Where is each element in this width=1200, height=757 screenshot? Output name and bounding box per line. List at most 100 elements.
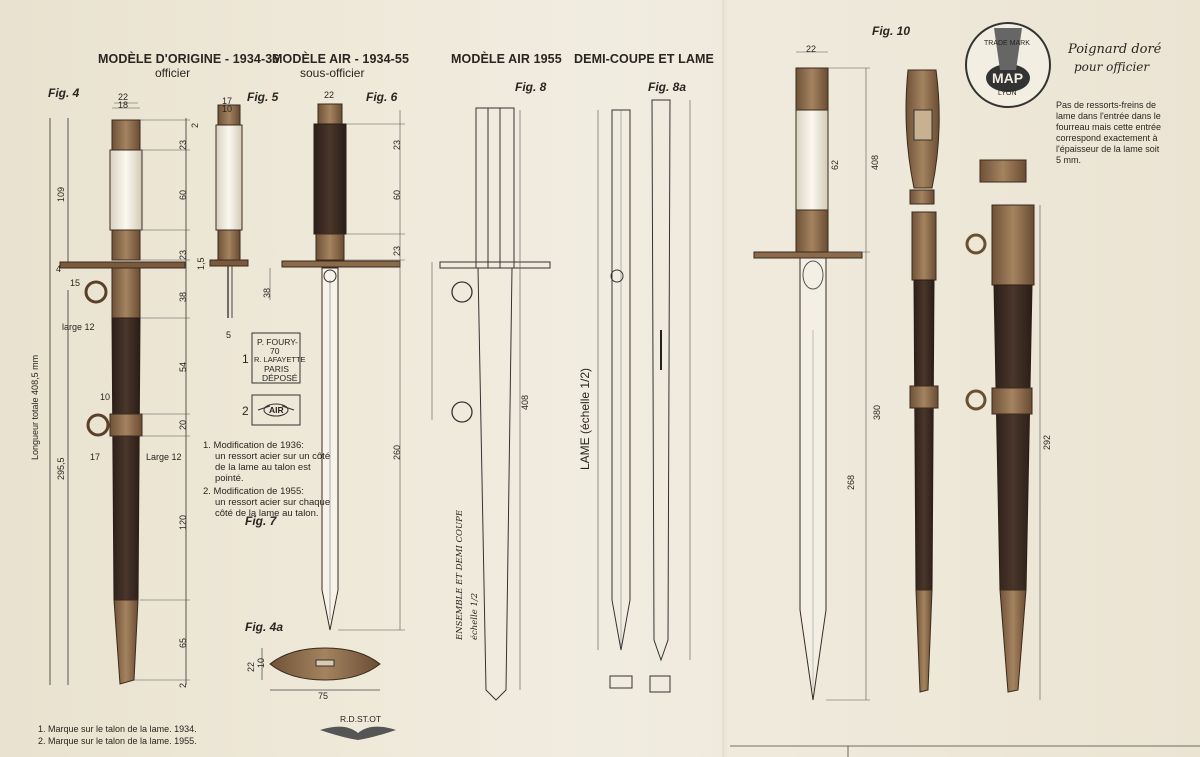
note-right-6: 5 mm. [1056,155,1082,165]
dim-fig6-23b: 23 [392,245,402,256]
dim-fig10-408: 408 [870,154,880,170]
dim-fig5-17: 17 [222,96,233,106]
mod-1955-line-1: 2. Modification de 1955: [203,486,304,497]
dim-fig5-10: 10 [222,104,233,114]
dim-fig6-60: 60 [392,189,402,200]
fig6-label: Fig. 6 [366,90,398,104]
fig4-label: Fig. 4 [48,86,80,100]
dim-fig10-268: 268 [846,474,856,490]
dim-fig6-22: 22 [324,90,335,100]
dim-fig10-380: 380 [872,404,882,420]
fig8-assembly [431,107,551,701]
mod-1936-line-2: un ressort acier sur un côté [215,451,331,462]
mod-1955-line-2: un ressort acier sur chaque [215,497,331,508]
fig5-label: Fig. 5 [247,90,279,104]
dim-fig4a-10: 10 [256,657,266,668]
dim-2-top: 2 [190,122,200,128]
maker-mark-emblem [320,726,396,740]
logo-script-2: pour officier [1074,60,1150,74]
footnote-2: 2. Marque sur le talon de la lame. 1955. [38,736,197,746]
dim-60: 60 [178,189,188,200]
dim-17: 17 [90,452,101,462]
mod-1955-line-3: côté de la lame au talon. [215,508,319,519]
dim-fig4a-75: 75 [318,691,329,701]
subheading-officier: officier [155,66,191,80]
dim-10: 10 [100,392,111,402]
mod-1936-line-3: de la lame au talon est [215,462,311,473]
stamp-number-1: 1 [242,352,249,366]
dim-fig8-408: 408 [520,394,530,410]
dim-109: 109 [56,186,66,202]
subheading-sous-officier: sous-officier [300,66,365,80]
dim-23-a: 23 [178,139,188,150]
dim-20: 20 [178,419,188,430]
stamp-number-2: 2 [242,404,249,418]
logo-script-1: Poignard doré [1068,42,1162,57]
stamp-line-1: P. FOURY- [257,337,298,347]
fig10-pommel-view [905,69,940,205]
mod-1936-line-1: 1. Modification de 1936: [203,440,304,451]
dim-fig10-62: 62 [830,159,840,170]
note-right-5: l'épaisseur de la lame soit [1056,144,1160,154]
dim-54: 54 [178,361,188,372]
dim-fig6-23a: 23 [392,139,402,150]
heading-modele-air-1955: MODÈLE AIR 1955 [451,52,562,66]
footnote-1: 1. Marque sur le talon de la lame. 1934. [38,724,197,734]
fig8-echelle-label: échelle 1/2 [470,592,480,640]
dim-295: 295,5 [56,457,66,480]
note-right-3: fourreau mais cette entrée [1056,122,1162,132]
fig5-side-view [209,104,249,318]
dim-fig10-292: 292 [1042,434,1052,450]
dim-longueur-totale: Longueur totale 408,5 mm [30,354,40,460]
logo-lyon: LYON [998,90,1017,97]
note-right-1: Pas de ressorts-freins de [1056,100,1157,110]
fig4a-section [261,647,381,691]
dim-22: 22 [118,92,129,102]
page-fold [722,0,728,757]
stamp-line-2: 70 [270,346,280,356]
dim-18: 18 [118,100,129,110]
heading-modele-air: MODÈLE AIR - 1934-55 [272,52,409,66]
fig10-label: Fig. 10 [872,24,911,38]
fig8-ensemble-label: ENSEMBLE ET DEMI COUPE [455,509,465,640]
heading-demi-coupe: DEMI-COUPE ET LAME [574,52,714,66]
dim-fig6-38: 38 [262,287,272,298]
dim-large-12-a: large 12 [62,322,95,332]
dim-4: 4 [56,264,62,274]
dim-38: 38 [178,291,188,302]
heading-modele-origine: MODÈLE D'ORIGINE - 1934-36 [98,52,280,66]
stamp-line-4: PARIS [264,364,289,374]
fig4a-label: Fig. 4a [245,620,284,634]
fig10-scabbard-right [965,159,1041,700]
fig6-dagger [269,103,405,631]
fig7-stamp [251,332,301,426]
fig10-scabbard-left [909,211,939,693]
dim-fig5-5: 5 [226,330,232,340]
maker-mark-text: R.D.ST.OT [340,714,382,724]
stamp-line-3: R. LAFAYETTE [254,355,306,364]
dim-fig4a-22: 22 [246,661,256,672]
dim-15: 15 [70,278,81,288]
fig10-dagger [753,51,870,701]
mod-1936-line-4: pointé. [215,473,244,484]
fig8-label: Fig. 8 [515,80,547,94]
fig8a-label: Fig. 8a [648,80,687,94]
note-right-4: correspond exactement à [1056,133,1158,143]
dim-2-bottom: 2 [178,682,188,688]
dim-fig5-1-5: 1,5 [196,257,206,270]
dim-fig10-21: 22 [806,44,817,54]
dim-large-12-b: Large 12 [146,452,182,462]
dim-fig6-260: 260 [392,444,402,460]
fig8a-lame-label: LAME (échelle 1/2) [578,367,592,470]
fig8a-blade [597,99,691,693]
dim-23-b: 23 [178,249,188,260]
map-logo [965,22,1051,108]
logo-trade-mark: TRADE MARK [984,40,1030,47]
logo-map: MAP [992,70,1024,86]
stamp-line-5: DÉPOSÉ [262,373,298,383]
fig7-label: Fig. 7 [245,514,277,528]
stamp-air-emblem: AIR [269,405,284,415]
dim-120: 120 [178,514,188,530]
note-right-2: lame dans l'entrée dans le [1056,111,1161,121]
